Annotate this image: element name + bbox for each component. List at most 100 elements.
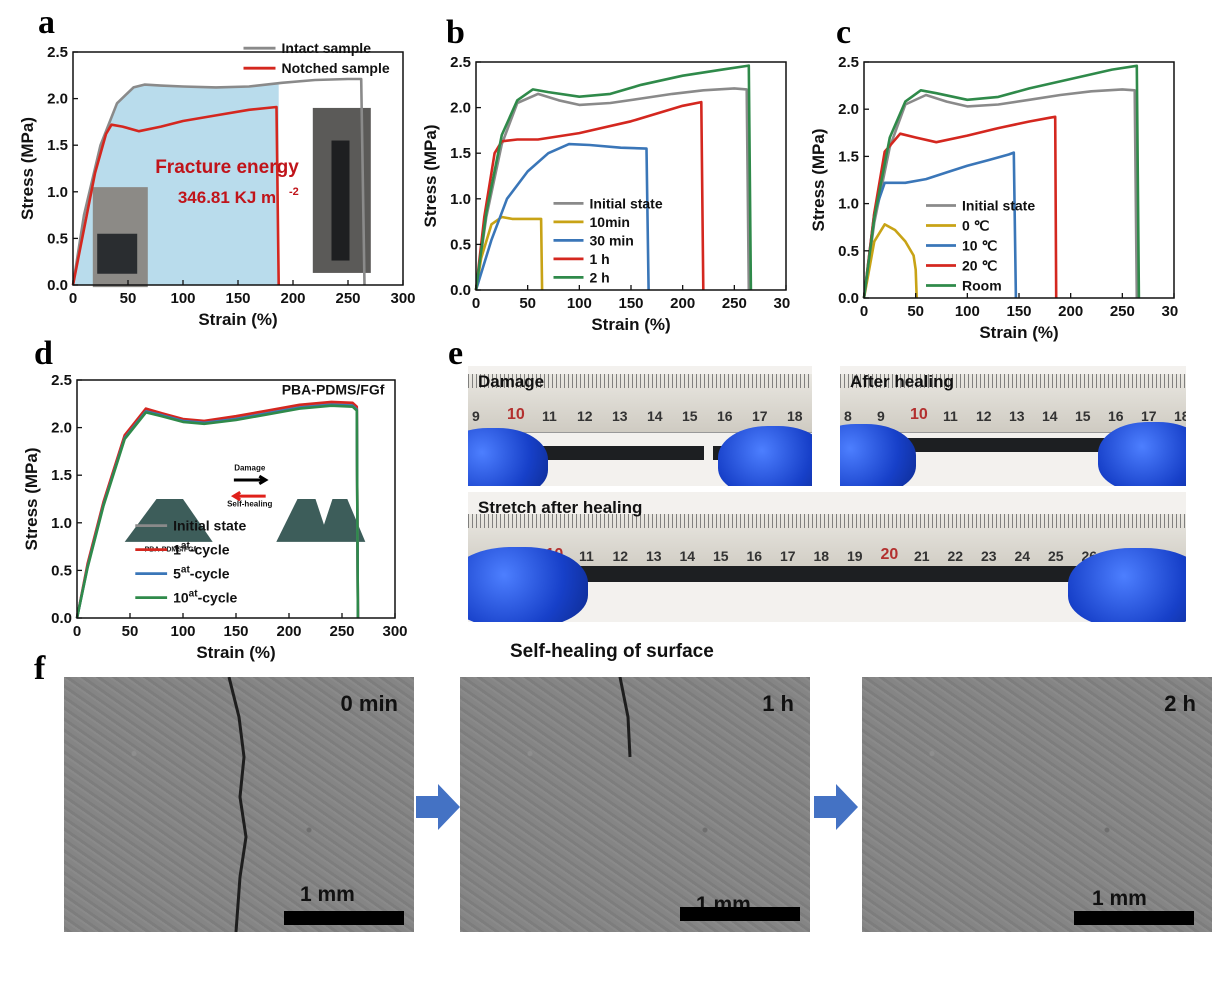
scale-bar [284,911,404,925]
series-line [862,223,918,299]
x-tick-label: 50 [120,290,137,307]
x-tick-label: 200 [276,623,301,640]
glove-right [1068,548,1186,622]
ruler-number: 16 [746,548,763,564]
y-tick-label: 1.5 [51,467,72,484]
y-axis-label: Stress (MPa) [809,129,828,232]
y-tick-label: 1.0 [47,184,68,201]
x-tick-label: 250 [722,295,747,312]
series-line [862,64,1141,299]
x-tick-label: 100 [955,303,980,320]
ruler-number: 13 [1009,408,1025,424]
legend-label: 1 h [590,251,610,267]
x-tick-label: 200 [280,290,305,307]
ruler-number: 14 [679,548,696,564]
ruler-number: 17 [752,408,768,424]
panel-f-title: Self-healing of surface [510,641,714,662]
y-tick-label: 0.5 [838,243,859,260]
panel-letter-f: f [34,650,46,687]
x-tick-label: 50 [907,303,924,320]
legend-label: 10 ℃ [962,237,997,253]
y-tick-label: 2.0 [51,420,72,437]
x-axis-label: Strain (%) [196,643,275,662]
schematic-film-damaged [276,499,366,542]
y-tick-label: 0.5 [51,562,72,579]
y-tick-label: 1.0 [450,191,471,208]
x-tick-label: 150 [223,623,248,640]
x-tick-label: 250 [1110,303,1135,320]
ruler-number: 10 [507,406,525,423]
series-line [474,100,705,291]
ruler-number: 23 [981,548,997,564]
ruler-number: 18 [813,548,830,564]
ruler-number: 11 [943,408,958,424]
series-line [474,87,751,291]
panel-d-title: PBA-PDMS/FGf [282,381,385,397]
fracture-energy-unit-sup: -2 [289,186,299,198]
panel-letter-a: a [38,4,55,41]
ruler-number: 22 [947,548,964,564]
sample-strip-left [528,446,704,460]
y-tick-label: 1.5 [838,148,859,165]
x-tick-label: 0 [860,303,868,320]
x-tick-label: 250 [329,623,354,640]
x-tick-label: 50 [122,623,139,640]
legend-label: Notched sample [282,60,390,76]
ruler-number: 17 [780,548,796,564]
scale-label: 1 mm [300,883,355,906]
sem-image-2h: 2 h 1 mm [862,677,1212,932]
series-line [862,151,1018,299]
series-line [862,88,1139,299]
ruler-number: 9 [472,408,480,424]
series-line [71,77,366,286]
legend-label: Intact sample [282,40,372,56]
ruler-number: 16 [717,408,733,424]
x-tick-label: 0 [73,623,81,640]
arrow-right-icon [416,784,460,830]
inset-sample [331,140,350,261]
ruler-number: 16 [1108,408,1124,424]
y-tick-label: 1.0 [51,515,72,532]
ruler-number: 24 [1014,548,1031,564]
x-axis-label: Strain (%) [198,310,277,329]
ruler-number: 15 [1075,408,1091,424]
panel-letter-b: b [446,14,465,51]
x-tick-label: 250 [335,290,360,307]
scale-label: 1 mm [1092,887,1147,910]
x-tick-label: 100 [567,295,592,312]
inset-sample [97,233,138,274]
ruler-number: 12 [612,548,629,564]
schematic-film-intact [124,499,213,542]
x-tick-label: 0 [69,290,77,307]
y-tick-label: 0.0 [838,290,859,307]
ruler-number: 12 [577,408,593,424]
x-tick-label: 300 [1161,303,1178,320]
x-tick-label: 0 [472,295,480,312]
ruler-number: 13 [646,548,662,564]
crack [618,677,632,758]
ruler: 9101112131415161718192021222324252627 [468,514,1186,573]
ruler-number: 12 [976,408,992,424]
ruler-number: 15 [713,548,729,564]
legend-label: 5at-cycle [173,565,230,582]
legend-label: Initial state [962,197,1035,213]
series-line [75,404,360,619]
x-tick-label: 300 [382,623,407,640]
y-tick-label: 2.0 [838,101,859,118]
legend-label: 1at-cycle [173,541,230,558]
series-line [71,105,280,286]
time-label-1h: 1 h [762,691,794,716]
y-tick-label: 0.0 [47,277,68,294]
series-line [862,115,1058,299]
ruler-number: 11 [542,408,557,424]
label-damage: Damage [478,372,545,391]
legend-label: Initial state [173,518,246,534]
x-tick-label: 150 [1006,303,1031,320]
x-tick-label: 300 [773,295,790,312]
sample-strip [900,438,1140,452]
sample-strip [558,566,1108,582]
